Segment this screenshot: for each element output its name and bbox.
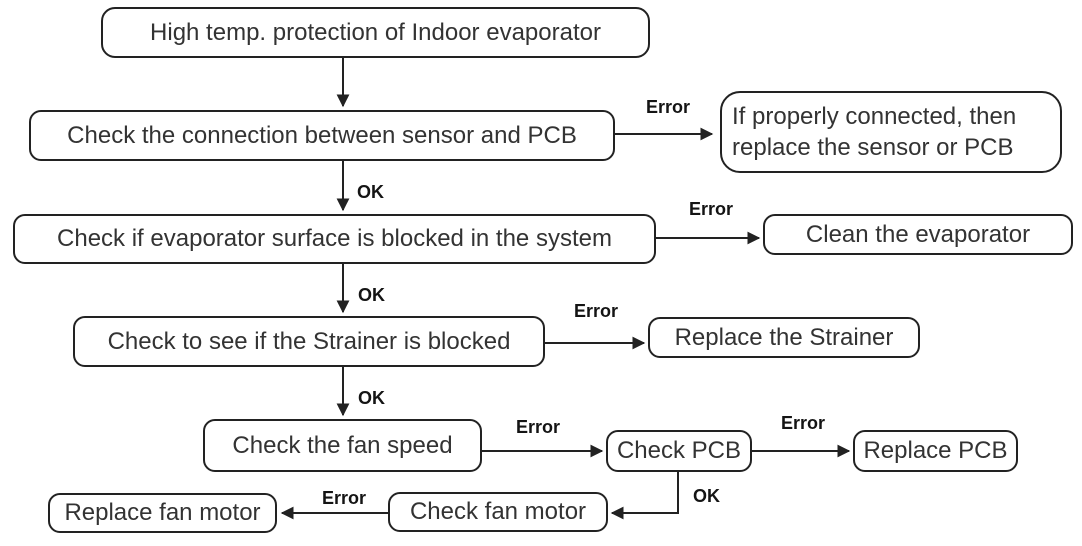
- node-check-pcb: Check PCB: [606, 430, 752, 472]
- node-replace-sensor-or-pcb: If properly connected, then replace the …: [720, 91, 1062, 173]
- node-check-evaporator-surface: Check if evaporator surface is blocked i…: [13, 214, 656, 264]
- edge-label-error: Error: [574, 301, 619, 321]
- node-high-temp-protection: High temp. protection of Indoor evaporat…: [101, 7, 650, 58]
- node-check-fan-motor: Check fan motor: [388, 492, 608, 532]
- arrow-checkpcb-to-checkfanmotor: [610, 472, 679, 520]
- node-replace-sensor-or-pcb-line2: replace the sensor or PCB: [732, 134, 1014, 161]
- edge-label-error: Error: [781, 413, 826, 433]
- node-replace-strainer: Replace the Strainer: [648, 317, 920, 358]
- node-clean-evaporator: Clean the evaporator: [763, 214, 1073, 255]
- node-check-fan-speed: Check the fan speed: [203, 419, 482, 472]
- node-replace-fan-motor: Replace fan motor: [48, 493, 277, 533]
- edge-label-error: Error: [646, 97, 691, 117]
- node-check-connection: Check the connection between sensor and …: [29, 110, 615, 161]
- node-replace-pcb: Replace PCB: [853, 430, 1018, 472]
- edge-label-ok: OK: [357, 182, 384, 202]
- edge-label-error: Error: [516, 417, 561, 437]
- edge-label-ok: OK: [358, 388, 385, 408]
- edge-label-error: Error: [689, 199, 734, 219]
- node-check-strainer: Check to see if the Strainer is blocked: [73, 316, 545, 367]
- edge-label-ok: OK: [358, 285, 385, 305]
- edge-label-error: Error: [322, 488, 367, 508]
- node-replace-sensor-or-pcb-line1: If properly connected, then: [732, 102, 1017, 130]
- edge-label-ok: OK: [693, 486, 720, 506]
